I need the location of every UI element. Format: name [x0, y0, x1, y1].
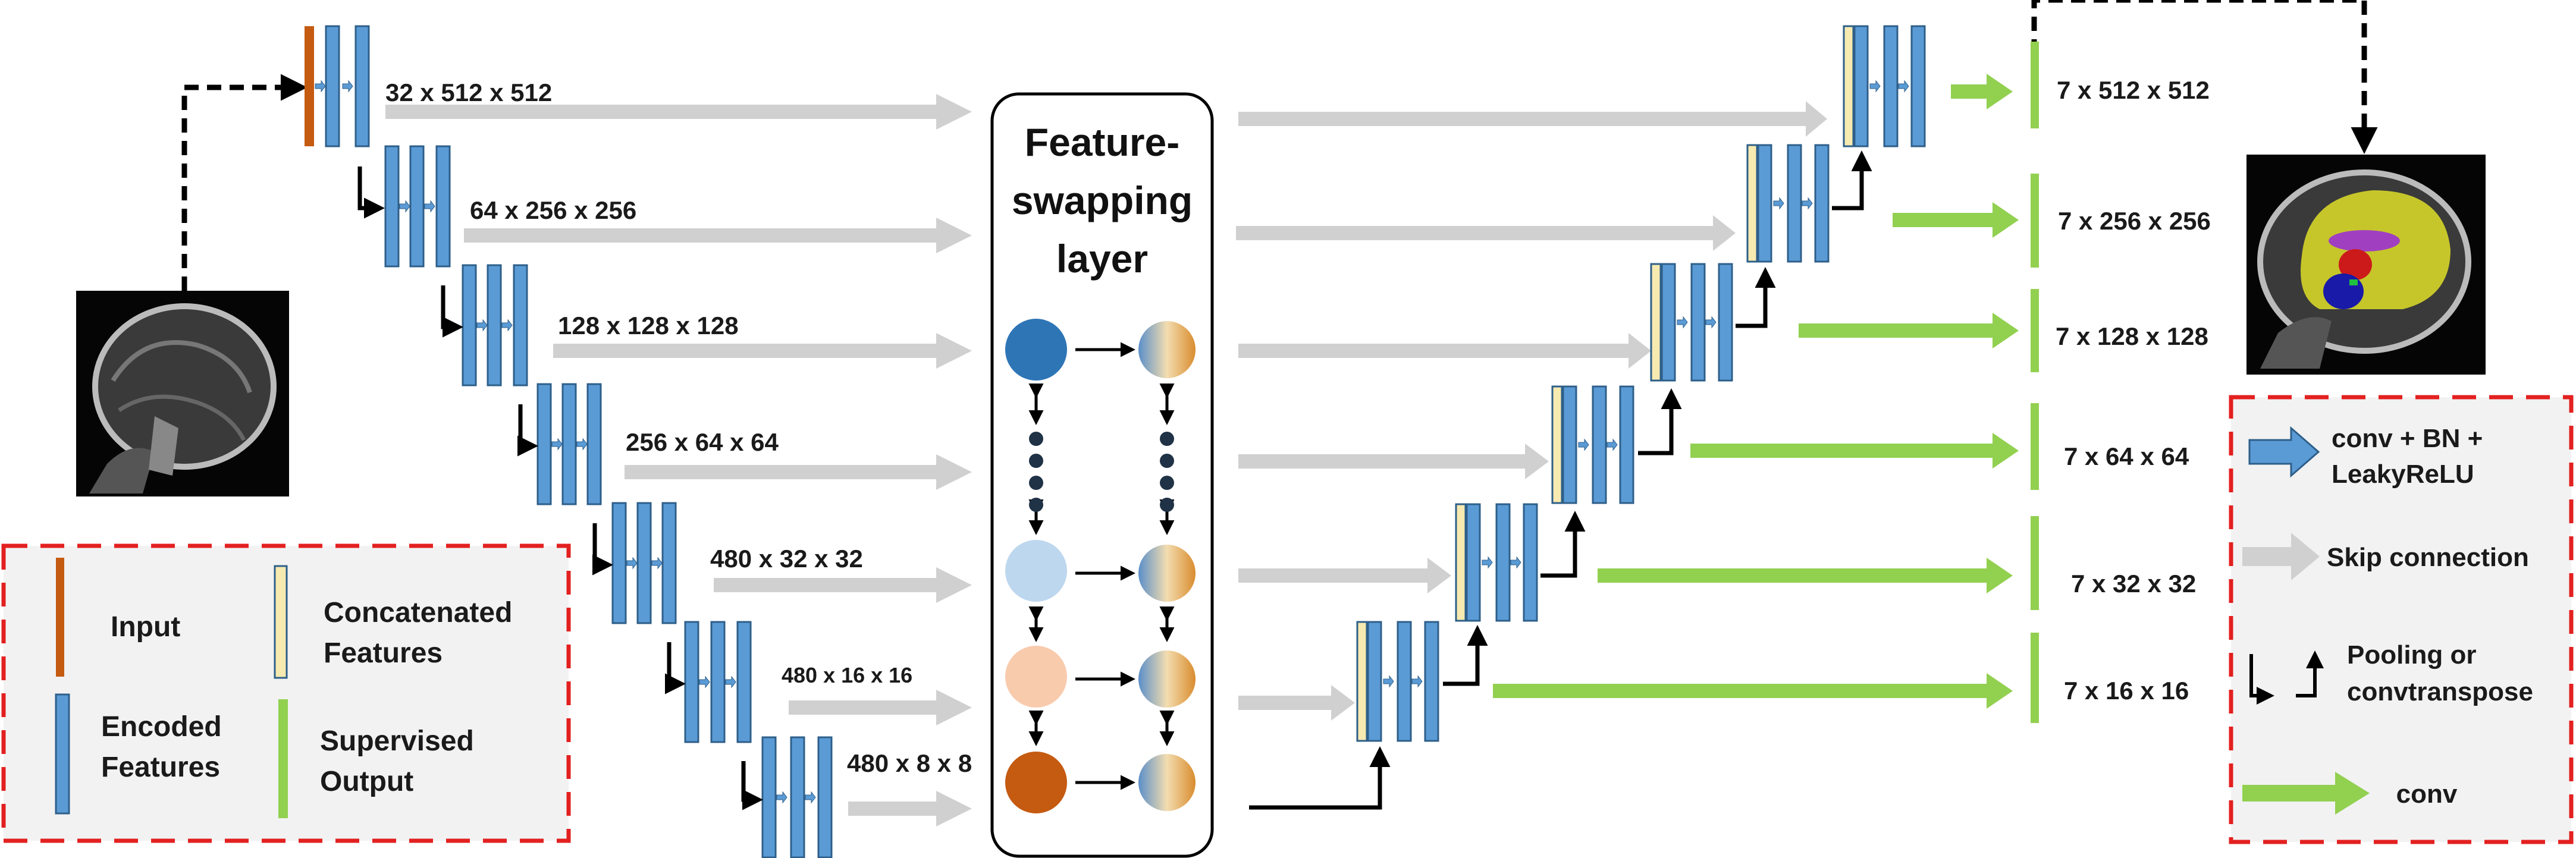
feature-node-peach: [1005, 646, 1067, 708]
decoder-level-5: [1455, 503, 1538, 622]
swapping-title-line-3: layer: [1056, 237, 1148, 281]
legend-left: Input Encoded Features Concatenated Feat…: [1, 543, 571, 843]
legend-concat-swatch: [274, 565, 288, 679]
input-dashed-connector: [181, 74, 308, 291]
legend-right: conv + BN + LeakyReLU Skip connection Po…: [2229, 395, 2574, 844]
encoder-skip-arrows: [385, 94, 972, 826]
decoder-level-6: [1356, 621, 1439, 742]
encoder-level-4: [536, 383, 602, 505]
swapping-title-line-2: swapping: [1012, 178, 1193, 222]
swapped-node-2: [1138, 545, 1196, 602]
legend-supervised-label-2: Output: [320, 766, 413, 797]
decoder-level-4: [1551, 385, 1634, 504]
swapped-node-3: [1138, 650, 1196, 708]
decoder-skip-arrows: [1236, 101, 1827, 721]
encoder-label-5: 480 x 32 x 32: [710, 545, 863, 573]
encoder-level-6: [684, 621, 752, 743]
decoder-level-3: [1650, 263, 1733, 382]
output-label-2: 7 x 256 x 256: [2058, 207, 2211, 235]
decoder-conv-arrows: [1383, 80, 1909, 688]
encoder-label-7: 480 x 8 x 8: [847, 749, 972, 777]
output-label-5: 7 x 32 x 32: [2071, 570, 2196, 598]
feature-node-dark-blue: [1005, 319, 1067, 381]
output-label-4: 7 x 64 x 64: [2064, 442, 2189, 470]
legend-input-label: Input: [111, 611, 180, 643]
decoder-level-1: [1843, 25, 1926, 147]
legend-pooling-label-1: Pooling or: [2347, 640, 2477, 670]
swap-ellipsis-dots: [1029, 432, 1174, 512]
legend-conv-bn-label-1: conv + BN +: [2332, 424, 2483, 453]
legend-concat-label-2: Features: [324, 637, 443, 669]
encoder-conv-arrows: [315, 80, 816, 804]
supervised-output-bars: [2031, 42, 2039, 723]
legend-supervised-swatch: [278, 699, 288, 818]
input-mri-image: [76, 291, 289, 496]
encoder-level-2: [384, 145, 451, 268]
output-label-1: 7 x 512 x 512: [2057, 76, 2210, 104]
swapping-title-line-1: Feature-: [1025, 120, 1179, 164]
convtranspose-arrows: [1249, 150, 1872, 810]
legend-conv-label: conv: [2396, 780, 2458, 809]
swap-horizontal-arrows: [1075, 342, 1135, 790]
encoder-level-7: [761, 736, 833, 858]
output-label-6: 7 x 16 x 16: [2064, 677, 2189, 705]
legend-skip-label: Skip connection: [2327, 543, 2529, 572]
encoder-label-1: 32 x 512 x 512: [385, 78, 552, 106]
feature-swapping-layer: Feature- swapping layer: [990, 92, 1214, 858]
legend-convtranspose-swatch: [2296, 650, 2324, 697]
legend-pooling-swatch: [2249, 654, 2274, 705]
encoder-label-6: 480 x 16 x 16: [782, 663, 912, 687]
swapped-node-4: [1138, 754, 1196, 811]
legend-pooling-label-2: convtranspose: [2347, 677, 2533, 706]
legend-conv-bn-swatch: [2248, 426, 2320, 478]
legend-input-swatch: [56, 558, 64, 677]
legend-concat-label-1: Concatenated: [324, 597, 512, 628]
output-dashed-connector: [2031, 0, 2378, 154]
feature-node-light-blue: [1005, 540, 1067, 602]
legend-encoded-swatch: [55, 693, 70, 815]
legend-encoded-label-1: Encoded: [101, 711, 222, 743]
encoder-level-1: [305, 25, 370, 147]
swap-vertical-arrows: [1028, 384, 1175, 746]
feature-node-orange: [1005, 752, 1067, 813]
legend-right-box: [2229, 395, 2574, 844]
legend-skip-swatch: [2242, 533, 2320, 580]
output-segmentation-image: [2246, 155, 2486, 375]
legend-conv-bn-label-2: LeakyReLU: [2332, 460, 2474, 489]
legend-conv-swatch: [2242, 772, 2370, 815]
legend-supervised-label-1: Supervised: [320, 725, 474, 757]
pooling-arrows: [357, 166, 763, 810]
legend-encoded-label-2: Features: [101, 752, 220, 783]
encoder-level-3: [462, 264, 528, 386]
encoder-level-5: [611, 502, 677, 624]
encoder-label-3: 128 x 128 x 128: [558, 312, 739, 340]
swapped-node-1: [1138, 321, 1196, 378]
decoder-level-2: [1746, 144, 1830, 263]
supervised-output-arrows: [1493, 74, 2019, 709]
input-bar: [305, 26, 314, 146]
encoder-label-2: 64 x 256 x 256: [470, 196, 636, 224]
encoder-label-4: 256 x 64 x 64: [626, 428, 779, 456]
output-label-3: 7 x 128 x 128: [2056, 322, 2208, 350]
